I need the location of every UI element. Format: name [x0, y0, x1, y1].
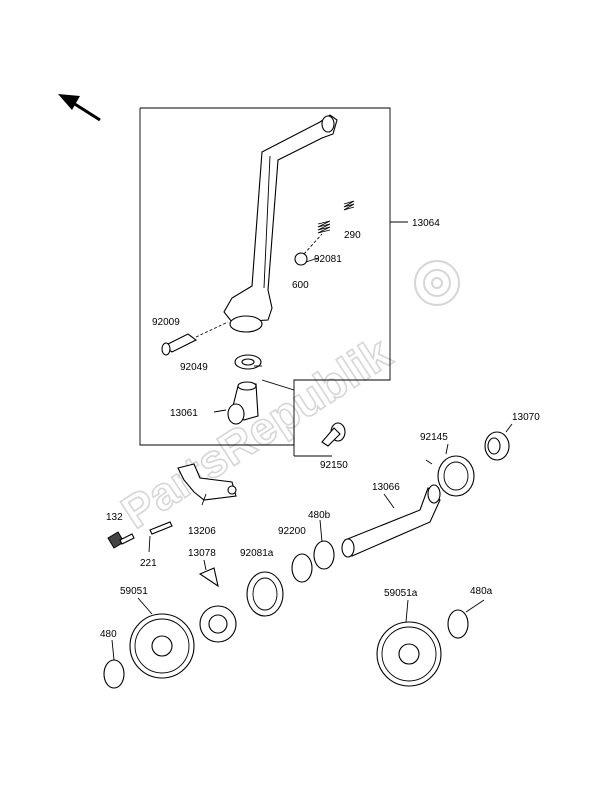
- washer-92200: [291, 553, 313, 583]
- kickstarter-shaft-13066: [341, 484, 441, 558]
- label-92145: 92145: [420, 432, 448, 443]
- label-132: 132: [106, 512, 123, 523]
- label-13078: 13078: [188, 548, 216, 559]
- label-290: 290: [344, 230, 361, 241]
- gear-59051a: [376, 621, 442, 687]
- bolt-132: [107, 531, 135, 549]
- collar-13070: [484, 431, 510, 461]
- label-59051a: 59051a: [384, 588, 418, 599]
- part-labels: 13064 290 92081 600 92009 92049 13061 92…: [100, 218, 540, 640]
- label-13064: 13064: [412, 218, 440, 229]
- ratchet-13078: [198, 567, 237, 643]
- label-92049: 92049: [180, 362, 208, 373]
- label-92009: 92009: [152, 317, 180, 328]
- spring-92081a: [246, 571, 284, 617]
- shaft-13061: [227, 381, 259, 425]
- gear-watermark-icon: [414, 260, 460, 306]
- circlip-480b: [313, 540, 335, 570]
- circlip-480: [103, 659, 125, 689]
- label-13206: 13206: [188, 526, 216, 537]
- bolt-92150: [321, 422, 346, 447]
- label-480a: 480a: [470, 586, 493, 597]
- spring-290: [343, 200, 355, 211]
- kick-pedal-assembly-box: [139, 107, 408, 446]
- label-480: 480: [100, 629, 117, 640]
- watermark: PartsRepublik: [111, 260, 460, 539]
- label-92150: 92150: [320, 460, 348, 471]
- ball-600: [294, 252, 308, 266]
- label-221: 221: [140, 558, 157, 569]
- label-480b: 480b: [308, 510, 331, 521]
- spring-92081: [317, 220, 331, 234]
- label-600: 600: [292, 280, 309, 291]
- pin-221: [149, 521, 173, 535]
- label-13066: 13066: [372, 482, 400, 493]
- gear-59051: [129, 613, 195, 679]
- label-92081a: 92081a: [240, 548, 274, 559]
- label-92200: 92200: [278, 526, 306, 537]
- label-13061: 13061: [170, 408, 198, 419]
- torsion-spring-92145: [425, 455, 475, 497]
- label-13070: 13070: [512, 412, 540, 423]
- leader-lines: [111, 257, 513, 661]
- direction-arrow-icon: [58, 94, 101, 122]
- circlip-480a: [447, 609, 469, 639]
- label-59051: 59051: [120, 586, 148, 597]
- kick-pedal-lever: [223, 114, 338, 333]
- bolt-92009: [161, 321, 229, 356]
- ratchet-guide-13206: [177, 463, 237, 501]
- label-92081: 92081: [314, 254, 342, 265]
